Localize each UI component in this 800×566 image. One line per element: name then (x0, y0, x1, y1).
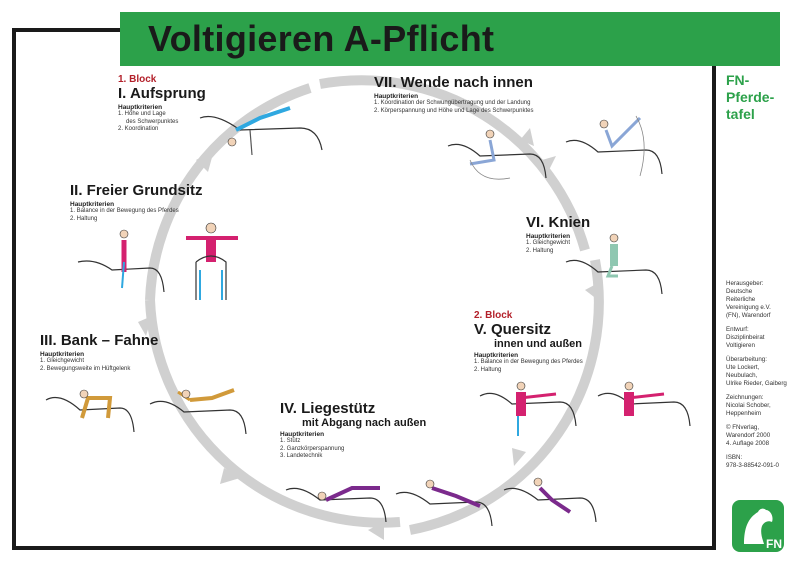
criteria-item: 1. Gleichgewicht (526, 240, 571, 246)
criteria-heading: Hauptkriterien (526, 233, 571, 240)
poster-title: Voltigieren A-Pflicht (148, 18, 495, 59)
criteria-item: 3. Landetechnik (280, 453, 323, 459)
figure-wende (447, 115, 663, 180)
title-bar: Voltigieren A-Pflicht (120, 12, 780, 66)
figure-knien (565, 233, 663, 295)
criteria-item: 1. Balance in der Bewegung des Pferdes (474, 359, 583, 365)
section-title: IV. Liegestütz (280, 400, 376, 417)
criteria-item: 1. Gleichgewicht (40, 358, 85, 364)
figure-quersitz (479, 381, 691, 436)
criteria-item: des Schwerpunktes (126, 118, 179, 125)
section-liegestuetz: IV. Liegestütz mit Abgang nach außen Hau… (280, 400, 426, 461)
criteria-item: 1. Stütz (280, 438, 301, 444)
fn-logo-icon: FN (732, 500, 784, 552)
criteria-item: 1. Balance in der Bewegung des Pferdes (70, 208, 179, 214)
info-drawings: Zeichnungen: Nicolai Schober, Heppenheim (726, 394, 771, 417)
section-bank-fahne: III. Bank – Fahne Hauptkriterien 1. Glei… (40, 332, 158, 373)
criteria-item: 2. Koordination (118, 126, 159, 132)
section-subtitle: mit Abgang nach außen (302, 417, 427, 429)
criteria-heading: Hauptkriterien (70, 201, 115, 208)
criteria-item: 1. Koordination der Schwungübertragung u… (374, 100, 531, 106)
figure-aufsprung (199, 106, 323, 156)
section-wende: VII. Wende nach innen Hauptkriterien 1. … (374, 74, 533, 115)
criteria-item: 1. Höhe und Lage (118, 111, 166, 117)
side-title: FN- Pferde- tafel (726, 72, 775, 122)
section-knien: VI. Knien Hauptkriterien 1. Gleichgewich… (526, 214, 590, 255)
info-revision: Überarbeitung: Ute Lockert, Neubulach, U… (726, 356, 787, 387)
criteria-item: 2. Ganzkörperspannung (280, 445, 345, 452)
criteria-heading: Hauptkriterien (474, 352, 519, 359)
publisher-info: Herausgeber: Deutsche Reiterliche Verein… (726, 280, 798, 476)
criteria-item: 2. Haltung (526, 247, 554, 254)
section-quersitz: 2. Block V. Quersitz innen und außen Hau… (474, 310, 583, 374)
criteria-heading: Hauptkriterien (280, 431, 325, 438)
criteria-item: 2. Bewegungsweite im Hüftgelenk (40, 365, 131, 372)
section-title: VII. Wende nach innen (374, 74, 533, 91)
info-design: Entwurf: Disziplinbeirat Voltigieren (726, 326, 765, 349)
section-title: VI. Knien (526, 214, 591, 231)
info-copyright: © FNverlag, Warendorf 2000 4. Auflage 20… (726, 424, 771, 447)
circle-arrows (145, 75, 604, 535)
info-isbn: ISBN: 978-3-88542-091-0 (726, 454, 779, 469)
section-title: III. Bank – Fahne (40, 332, 159, 349)
figure-liegestuetz (285, 477, 597, 527)
figure-bank-fahne (45, 388, 247, 435)
section-grundsitz: II. Freier Grundsitz Hauptkriterien 1. B… (70, 182, 203, 223)
criteria-heading: Hauptkriterien (40, 351, 85, 358)
figure-grundsitz (77, 222, 238, 300)
section-title: I. Aufsprung (118, 85, 206, 102)
block-label-1: 1. Block (118, 74, 157, 85)
criteria-item: 2. Körperspannung und Höhe und Lage des … (374, 107, 534, 114)
section-aufsprung: 1. Block I. Aufsprung Hauptkriterien 1. … (118, 74, 206, 134)
section-title: V. Quersitz (474, 321, 551, 338)
arrow-heads (138, 128, 600, 540)
section-subtitle: innen und außen (494, 338, 582, 350)
logo-text: FN (766, 537, 782, 551)
info-publisher: Herausgeber: Deutsche Reiterliche Verein… (726, 280, 771, 319)
section-title: II. Freier Grundsitz (70, 182, 203, 199)
criteria-item: 2. Haltung (474, 366, 502, 373)
criteria-item: 2. Haltung (70, 215, 98, 222)
criteria-heading: Hauptkriterien (374, 93, 419, 100)
block-label-2: 2. Block (474, 310, 513, 321)
criteria-heading: Hauptkriterien (118, 104, 163, 111)
